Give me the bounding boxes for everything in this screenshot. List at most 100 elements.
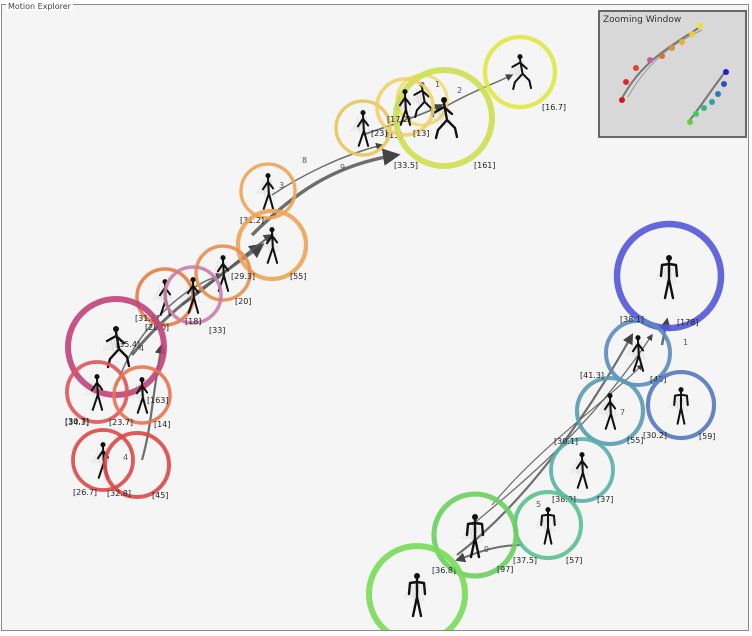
edge-label: 7 bbox=[620, 408, 625, 417]
motion-node[interactable]: [23.7] bbox=[109, 418, 133, 427]
motion-node[interactable]: [23] bbox=[334, 99, 392, 157]
motion-node[interactable]: [26.7] bbox=[71, 428, 135, 497]
node-label: [41.3] bbox=[580, 371, 604, 380]
motion-node[interactable]: [163] bbox=[112, 365, 172, 425]
motion-node[interactable]: [45] bbox=[152, 491, 168, 500]
motion-node[interactable]: [13] bbox=[413, 129, 429, 138]
motion-pose-icon bbox=[403, 573, 427, 618]
motion-node[interactable]: [31.2] bbox=[239, 162, 297, 225]
motion-node[interactable]: [18] bbox=[185, 317, 201, 326]
edge-label: 8 bbox=[302, 156, 307, 165]
motion-pose-icon bbox=[350, 110, 370, 147]
node-ring[interactable] bbox=[574, 375, 646, 447]
motion-node[interactable]: [38.1] bbox=[604, 315, 672, 387]
motion-node[interactable]: [37.5] bbox=[513, 556, 537, 565]
motion-pose-icon bbox=[461, 514, 485, 559]
node-label: [17.2] bbox=[387, 115, 411, 124]
node-label: [37.5] bbox=[513, 556, 537, 565]
node-ring[interactable] bbox=[613, 220, 725, 332]
node-ring[interactable] bbox=[431, 491, 519, 579]
node-label: [33] bbox=[209, 326, 225, 335]
zoom-node-dot bbox=[687, 119, 693, 125]
node-label: [38.9] bbox=[552, 495, 576, 504]
node-layer[interactable]: [16.7][13][161][33.5][23][17.2][13][31.2… bbox=[65, 34, 725, 630]
node-label: [45] bbox=[152, 491, 168, 500]
node-label: [30.7] bbox=[65, 417, 89, 426]
node-label: [30.1] bbox=[554, 437, 578, 446]
node-ring[interactable] bbox=[549, 437, 615, 503]
motion-node[interactable]: [20] bbox=[235, 297, 251, 306]
motion-node[interactable]: [35.4] bbox=[65, 296, 167, 398]
motion-node[interactable]: [37] bbox=[597, 495, 613, 504]
node-ring[interactable] bbox=[235, 208, 309, 282]
motion-node[interactable]: [30.7] bbox=[65, 360, 129, 426]
motion-node[interactable]: [41.3] bbox=[574, 371, 646, 447]
node-ring[interactable] bbox=[645, 369, 717, 441]
motion-node[interactable]: [16.7] bbox=[482, 34, 566, 112]
motion-node[interactable]: [97] bbox=[431, 491, 519, 579]
node-label: [178] bbox=[677, 318, 699, 327]
node-label: [23.7] bbox=[109, 418, 133, 427]
node-ring[interactable] bbox=[65, 296, 167, 398]
node-ring[interactable] bbox=[239, 162, 297, 220]
motion-node[interactable]: [29.3] bbox=[194, 244, 255, 302]
transition-edge bbox=[250, 148, 401, 237]
motion-node[interactable] bbox=[366, 543, 468, 630]
node-label: [20] bbox=[235, 297, 251, 306]
motion-node[interactable]: [33.5] bbox=[394, 161, 418, 170]
motion-node[interactable]: [34.3] bbox=[65, 418, 89, 427]
node-ring[interactable] bbox=[163, 265, 223, 325]
node-ring[interactable] bbox=[366, 543, 468, 630]
zooming-window[interactable]: Zooming Window bbox=[598, 10, 747, 138]
zoom-node-dot bbox=[647, 57, 653, 63]
node-label: [36.8] bbox=[432, 566, 456, 575]
motion-node[interactable]: [33] bbox=[163, 265, 225, 335]
node-label: [161] bbox=[474, 161, 496, 170]
node-label: [26.7] bbox=[73, 488, 97, 497]
edge-label: 9 bbox=[484, 545, 489, 554]
motion-node[interactable]: [32.8] bbox=[103, 431, 171, 499]
zoom-node-dot bbox=[669, 45, 675, 51]
motion-node[interactable]: [30.2] bbox=[643, 431, 667, 440]
motion-pose-icon bbox=[90, 442, 110, 479]
edge-label: 1 bbox=[435, 80, 440, 89]
node-ring[interactable] bbox=[103, 431, 171, 499]
motion-node[interactable]: [57] bbox=[512, 489, 584, 565]
node-label: [55] bbox=[627, 436, 643, 445]
node-ring[interactable] bbox=[65, 360, 129, 424]
node-ring[interactable] bbox=[71, 428, 135, 492]
node-ring[interactable] bbox=[194, 244, 252, 302]
edge-label: 9 bbox=[340, 163, 345, 172]
zoom-node-dot bbox=[633, 65, 639, 71]
motion-node[interactable]: [55] bbox=[627, 436, 643, 445]
motion-pose-icon bbox=[569, 452, 589, 489]
node-label: [33.5] bbox=[394, 161, 418, 170]
node-ring[interactable] bbox=[482, 34, 558, 110]
motion-node[interactable]: [17.2] bbox=[375, 77, 435, 137]
node-label: [59] bbox=[699, 432, 715, 441]
motion-pose-icon bbox=[392, 89, 412, 126]
node-label: [30.2] bbox=[643, 431, 667, 440]
motion-node[interactable]: [36.8] bbox=[432, 566, 456, 575]
edge-label: 5 bbox=[536, 500, 541, 509]
node-ring[interactable] bbox=[604, 319, 672, 387]
motion-pose-icon bbox=[259, 227, 279, 264]
node-label: [97] bbox=[497, 565, 513, 574]
motion-node[interactable]: [38.9] bbox=[552, 495, 576, 504]
node-ring[interactable] bbox=[375, 77, 435, 137]
node-ring[interactable] bbox=[393, 67, 495, 169]
node-ring[interactable] bbox=[334, 99, 392, 157]
motion-node[interactable]: [30.1] bbox=[549, 437, 615, 503]
node-label: [34.3] bbox=[65, 418, 89, 427]
motion-node[interactable]: [14] bbox=[154, 420, 170, 429]
node-label: [31.2] bbox=[240, 216, 264, 225]
motion-node[interactable]: [161] bbox=[393, 67, 496, 170]
node-label: [32.8] bbox=[107, 489, 131, 498]
node-label: [163] bbox=[147, 396, 169, 405]
motion-node[interactable]: [55] bbox=[235, 208, 309, 282]
edge-label: 4 bbox=[139, 344, 144, 353]
motion-node[interactable]: [178] bbox=[613, 220, 725, 332]
node-ring[interactable] bbox=[112, 365, 172, 425]
motion-node[interactable]: [59] bbox=[645, 369, 717, 441]
motion-graph[interactable]: [16.7][13][161][33.5][23][17.2][13][31.2… bbox=[2, 5, 748, 630]
